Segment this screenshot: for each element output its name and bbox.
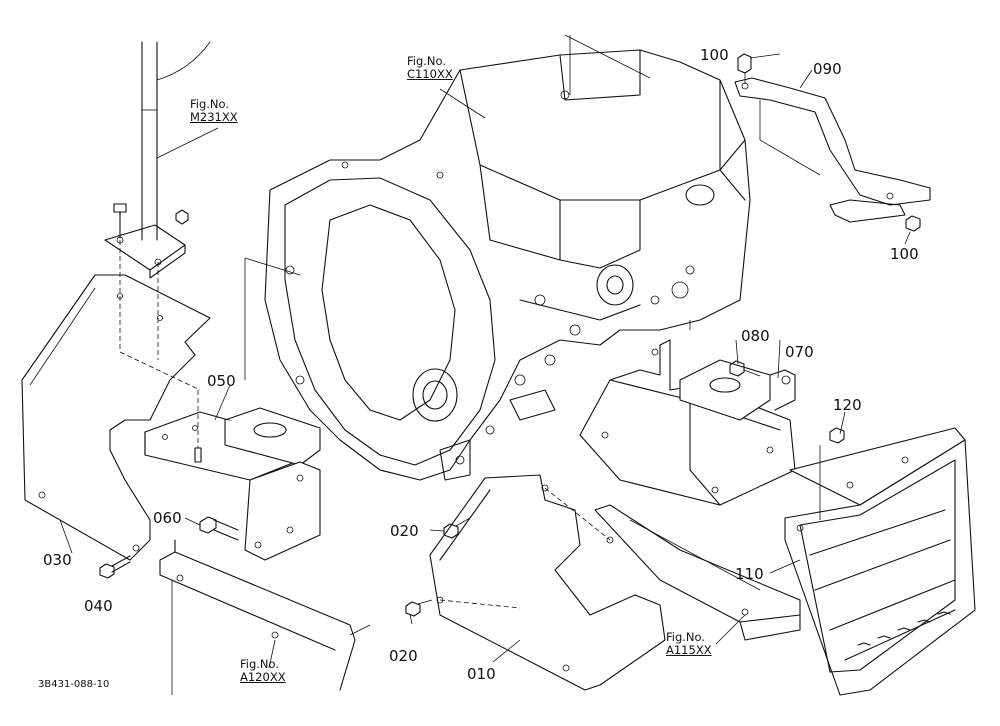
cover-030-drawing [21, 240, 211, 561]
column-bracket-drawing [104, 203, 189, 279]
fig-ref-a115: Fig.No. A115XX [666, 630, 712, 658]
part-label-100-bottom: 100 [890, 245, 919, 263]
bracket-090-drawing [734, 53, 931, 232]
part-label-080: 080 [741, 327, 770, 345]
frame-rail-a115-drawing [594, 504, 801, 641]
fig-ref-a120-code: A120XX [240, 670, 286, 685]
part-label-100-top: 100 [700, 46, 729, 64]
bolt-060-drawing [199, 516, 239, 541]
part-label-010: 010 [467, 665, 496, 683]
fig-ref-a120-label: Fig.No. [240, 657, 280, 671]
fig-ref-a120: Fig.No. A120XX [240, 657, 286, 685]
frame-rail-drawing [159, 539, 371, 695]
cover-010-drawing [429, 474, 666, 691]
step-110-drawing [784, 427, 976, 696]
steering-column-drawing [141, 41, 211, 241]
transmission-housing-drawing [244, 34, 751, 481]
bracket-070-drawing [579, 339, 796, 506]
document-number: 3B431-088-10 [38, 679, 110, 690]
part-label-120: 120 [833, 396, 862, 414]
part-label-060: 060 [153, 509, 182, 527]
fig-ref-a115-label: Fig.No. [666, 630, 706, 644]
fig-ref-m231-code: M231XX [190, 110, 238, 125]
leader-lines [59, 53, 911, 669]
bolt-020-drawing [405, 517, 471, 617]
part-label-030: 030 [43, 551, 72, 569]
part-label-070: 070 [785, 343, 814, 361]
fig-ref-m231-label: Fig.No. [190, 97, 230, 111]
bolt-040-drawing [99, 555, 131, 579]
part-label-040: 040 [84, 597, 113, 615]
fig-ref-m231: Fig.No. M231XX [190, 97, 238, 125]
bracket-050-drawing [144, 390, 321, 561]
part-label-050: 050 [207, 372, 236, 390]
fig-ref-a115-code: A115XX [666, 643, 712, 658]
part-label-020-lower: 020 [389, 647, 418, 665]
part-label-090: 090 [813, 60, 842, 78]
part-label-110: 110 [735, 565, 764, 583]
part-label-020-upper: 020 [390, 522, 419, 540]
fig-ref-c110: Fig.No. C110XX [407, 54, 453, 82]
fig-ref-c110-label: Fig.No. [407, 54, 447, 68]
fig-ref-c110-code: C110XX [407, 67, 453, 82]
